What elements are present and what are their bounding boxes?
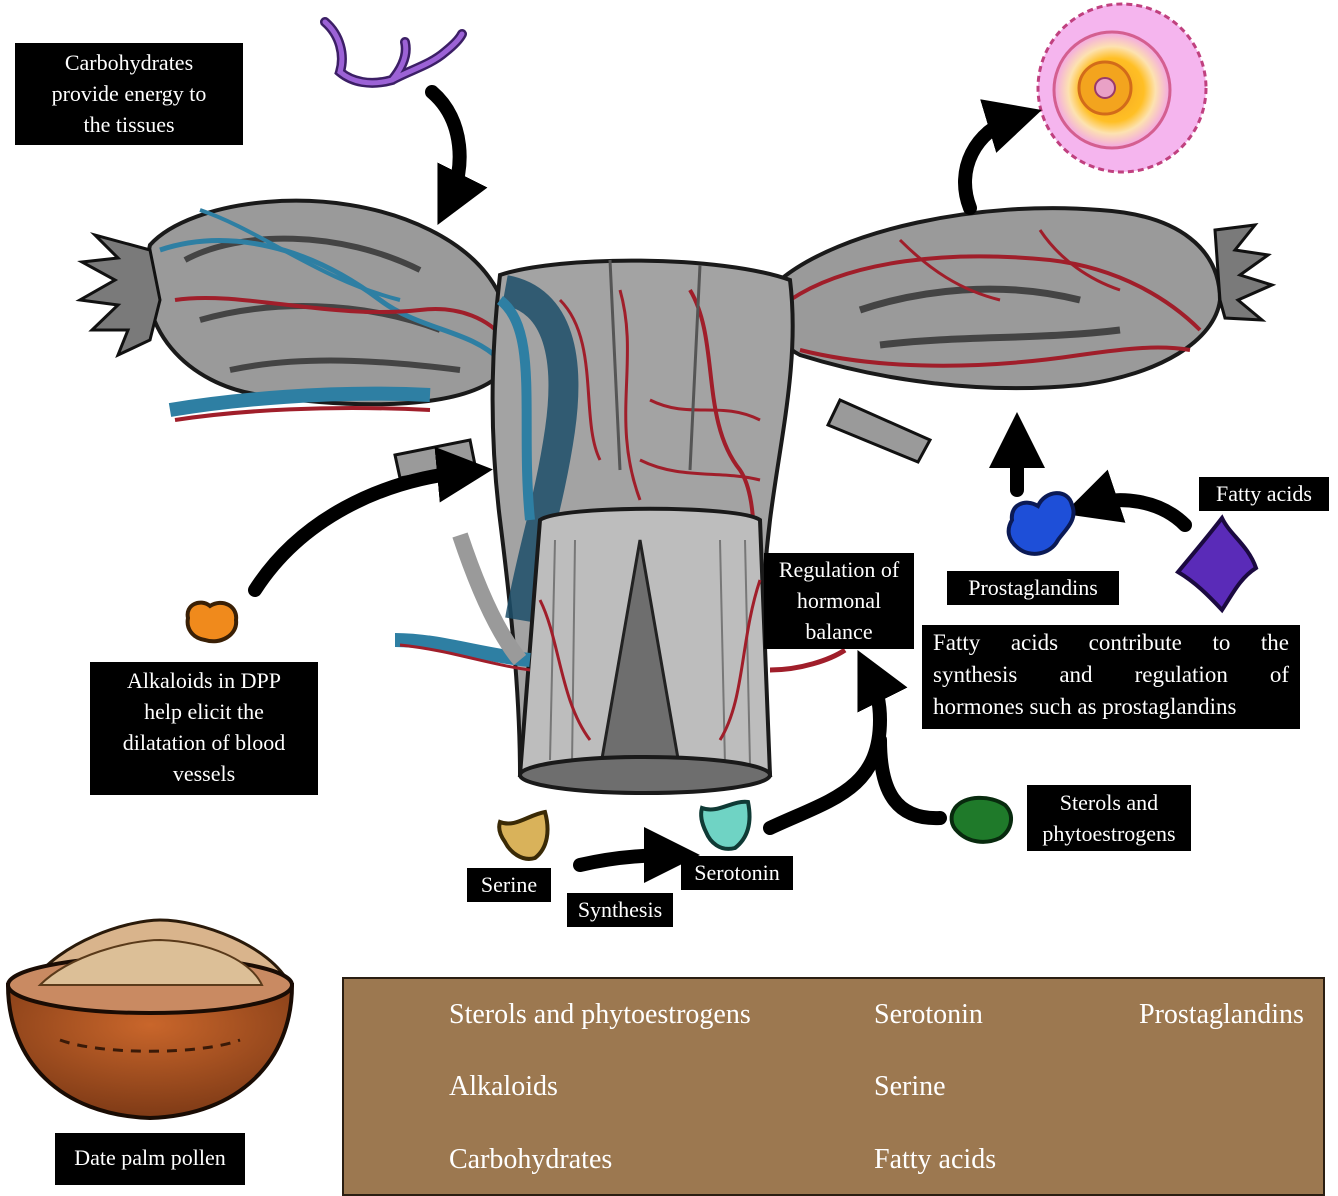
serine-icon (499, 812, 547, 859)
regulation-note-line: hormonal (764, 585, 914, 616)
fatty-acids-icon (1178, 518, 1256, 610)
fatty-acids-note-line: Fatty acids contribute to the (933, 627, 1289, 659)
sterols-to-regulation-arrow (880, 740, 940, 818)
alkaloids-arrow (255, 472, 465, 590)
legend-label-serine: Serine (874, 1071, 946, 1103)
alkaloids-note-line: vessels (90, 758, 318, 789)
serotonin-icon (701, 802, 749, 849)
legend-label-carbohydrates: Carbohydrates (449, 1144, 612, 1176)
alkaloids-note-line: help elicit the (90, 696, 318, 727)
date-palm-pollen-bowl (8, 920, 292, 1118)
alkaloids-note-line: Alkaloids in DPP (90, 665, 318, 696)
carbohydrates-note: Carbohydrates provide energy to the tiss… (15, 43, 243, 145)
carbohydrates-arrow (432, 92, 460, 200)
carbohydrates-note-line: provide energy to (15, 78, 243, 109)
carbohydrates-note-line: Carbohydrates (15, 47, 243, 78)
serine-label: Serine (467, 868, 551, 902)
carbohydrates-icon (325, 22, 462, 83)
date-palm-pollen-label: Date palm pollen (55, 1133, 245, 1185)
regulation-note: Regulation of hormonal balance (764, 553, 914, 649)
sterols-phytoestrogens-icon (952, 798, 1011, 842)
regulation-note-line: Regulation of (764, 554, 914, 585)
sterols-label-line: Sterols and (1027, 787, 1191, 818)
serotonin-label: Serotonin (681, 856, 793, 890)
serotonin-to-regulation-arrow (770, 675, 880, 828)
prostaglandins-label: Prostaglandins (947, 571, 1119, 605)
serine-to-serotonin-arrow (580, 855, 672, 865)
fatty-acids-note-line: synthesis and regulation of (933, 659, 1289, 691)
fatty-acids-note-line: hormones such as prostaglandins (933, 691, 1289, 723)
sterols-label-line: phytoestrogens (1027, 818, 1191, 849)
ovum-illustration (1038, 4, 1206, 172)
alkaloids-icon (188, 603, 237, 642)
carbohydrates-note-line: the tissues (15, 109, 243, 140)
ovum-arrow (965, 118, 1015, 208)
sterols-label: Sterols and phytoestrogens (1027, 785, 1191, 851)
legend-label-serotonin: Serotonin (874, 999, 983, 1031)
regulation-note-line: balance (764, 616, 914, 647)
legend-label-fatty-acids: Fatty acids (874, 1144, 996, 1176)
synthesis-label: Synthesis (567, 893, 673, 927)
alkaloids-note: Alkaloids in DPP help elicit the dilatat… (90, 662, 318, 795)
fatty-acids-note: Fatty acids contribute to the synthesis … (922, 625, 1300, 729)
right-ovary (770, 208, 1272, 462)
legend-label-alkaloids: Alkaloids (449, 1071, 558, 1103)
legend: Sterols and phytoestrogens Serotonin Pro… (342, 977, 1325, 1196)
fatty-acids-label: Fatty acids (1199, 477, 1329, 511)
legend-label-sterols: Sterols and phytoestrogens (449, 999, 751, 1031)
alkaloids-note-line: dilatation of blood (90, 727, 318, 758)
legend-label-prostaglandins: Prostaglandins (1139, 999, 1304, 1031)
fatty-to-prostaglandins-arrow (1090, 500, 1185, 525)
prostaglandins-icon (1009, 493, 1074, 554)
left-ovary (80, 201, 510, 478)
